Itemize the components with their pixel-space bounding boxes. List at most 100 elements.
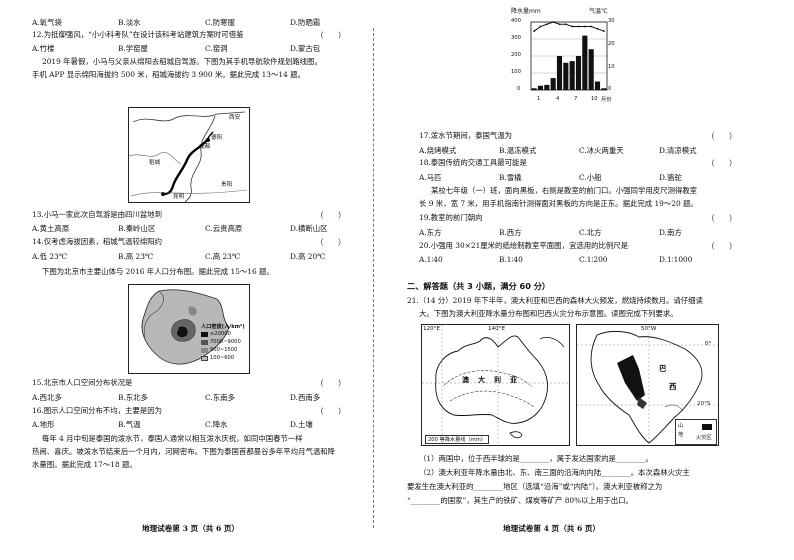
route-map-drawing — [129, 111, 248, 202]
map-label-equator: 0° — [705, 341, 712, 347]
q16-option-c[interactable]: C.降水 — [205, 420, 228, 429]
q15-option-a[interactable]: A.西北多 — [32, 393, 62, 402]
passage-13-14-line1: 2019 年暑假，小马与父亲从绵阳去稻城自驾游。下图为其手机导航软件规划路线图。 — [42, 57, 322, 66]
q18-option-c[interactable]: C.小船 — [579, 173, 602, 182]
passage-19-20-line2: 长 9 米，宽 7 米，用手机指南针测得面对黑板的方向是正东。据此完成 19～2… — [419, 199, 698, 208]
q17-option-b[interactable]: B.温冻模式 — [499, 146, 537, 155]
temperature-point-6 — [564, 23, 567, 26]
brazil-fire-map: 50°W 0° 巴 西 20°S 山 地 火灾区 — [576, 324, 719, 446]
q12-answer-paren[interactable]: （ ） — [316, 31, 346, 40]
q14-option-b[interactable]: B.高 23℃ — [118, 252, 154, 261]
temperature-point-1 — [533, 30, 536, 32]
q16-stem: 16.图示人口空间分布不均，主要是因为 — [32, 406, 163, 415]
q14-option-a[interactable]: A.低 23℃ — [32, 252, 68, 261]
q20-option-c[interactable]: C.1∶200 — [579, 255, 608, 264]
q16-option-b[interactable]: B.气温 — [118, 420, 141, 429]
q11-option-c[interactable]: C.防寒服 — [205, 18, 235, 27]
q11-option-b[interactable]: B.淡水 — [118, 18, 141, 27]
q11-option-a[interactable]: A.氧气袋 — [32, 18, 62, 27]
q20-option-b[interactable]: B.1∶40 — [499, 255, 523, 264]
q13-option-c[interactable]: C.云贵高原 — [205, 224, 243, 233]
route-map: 西安 德阳 成都 稻城 贵阳 昆明 — [128, 107, 250, 203]
q16-option-d[interactable]: D.土壤 — [290, 420, 313, 429]
precip-bar-12 — [601, 88, 607, 90]
precip-bar-6 — [563, 62, 569, 90]
q14-option-d[interactable]: D.高 20℃ — [290, 252, 326, 261]
precip-bar-9 — [582, 35, 588, 90]
q20-option-a[interactable]: A.1∶40 — [419, 255, 443, 264]
q18-option-b[interactable]: B.雪橇 — [499, 173, 522, 182]
map-label-guiyang: 贵阳 — [221, 182, 233, 188]
map-label-ao: 澳 — [462, 376, 469, 384]
q18-answer-paren[interactable]: （ ） — [707, 159, 737, 168]
q15-option-d[interactable]: D.西南多 — [290, 393, 321, 402]
q18-option-d[interactable]: D.骆驼 — [659, 173, 682, 182]
left-tick-200: 200 — [511, 52, 521, 58]
left-tick-100: 100 — [511, 69, 521, 75]
climate-chart-svg — [530, 21, 608, 91]
q17-stem: 17.泼水节期间，泰国气温为 — [419, 131, 513, 140]
q20-stem: 20.小强用 30×21厘米的纸绘制教室平面图，宜选用的比例尺是 — [419, 241, 629, 250]
australia-map-drawing — [422, 325, 569, 445]
q13-option-a[interactable]: A.黄土高原 — [32, 224, 70, 233]
temperature-point-8 — [577, 25, 580, 28]
q17-option-c[interactable]: C.冰火两重天 — [579, 146, 624, 155]
q16-answer-paren[interactable]: （ ） — [316, 407, 346, 416]
precip-bar-10 — [588, 49, 594, 90]
q17-option-a[interactable]: A.烧烤模式 — [419, 146, 457, 155]
q21-1[interactable]: （1）两国中，位于西半球的是________，属于发达国家的是________。 — [419, 454, 653, 463]
q11-option-d[interactable]: D.防晒霜 — [290, 18, 321, 27]
q12-option-d[interactable]: D.蒙古包 — [290, 44, 321, 53]
q16-option-a[interactable]: A.地形 — [32, 420, 55, 429]
q14-option-c[interactable]: C.高 23℃ — [205, 252, 241, 261]
q15-answer-paren[interactable]: （ ） — [316, 379, 346, 388]
precip-bar-7 — [569, 61, 575, 90]
q21-2-line2[interactable]: 要发生在澳大利亚的________地区（选填“沿海”或“内陆”）。澳大利亚被称之… — [407, 482, 663, 491]
passage-13-14-line2: 手机 APP 显示绵阳海拔约 500 米，稻城海拔约 3 900 米。据此完成 … — [32, 70, 305, 79]
q12-option-b[interactable]: B.学窑屋 — [118, 44, 148, 53]
q18-option-a[interactable]: A.马匹 — [419, 173, 442, 182]
q19-stem: 19.教室的前门朝向 — [419, 213, 483, 222]
fire-map-legend: 山 地 火灾区 — [675, 419, 717, 445]
legend-fire-area: 火灾区 — [696, 435, 712, 441]
q21-2-line3[interactable]: “________的国家”，其生产的铁矿、煤炭等矿产 80%以上用于出口。 — [407, 496, 633, 505]
q15-option-c[interactable]: C.东南多 — [205, 393, 235, 402]
legend-swatch-3 — [201, 348, 208, 353]
q19-option-a[interactable]: A.东方 — [419, 228, 442, 237]
q20-answer-paren[interactable]: （ ） — [707, 242, 737, 251]
passage-19-20-line1: 某校七年级（一）班，面向黑板，右侧是教室的前门口。小强同学用皮尺测得教室 — [431, 186, 698, 195]
temperature-point-12 — [602, 30, 605, 32]
q17-option-d[interactable]: D.清凉模式 — [659, 146, 697, 155]
q13-option-b[interactable]: B.秦岭山区 — [118, 224, 156, 233]
q21-2-line1[interactable]: （2）澳大利亚年降水量由北、东、南三面的沿海向内陆________。本次森林火灾… — [419, 468, 690, 477]
left-page-footer: 地理试卷第 3 页（共 6 页） — [142, 524, 240, 533]
legend-mountain-2: 地 — [678, 432, 684, 438]
q12-option-a[interactable]: A.竹楼 — [32, 44, 55, 53]
q19-option-c[interactable]: C.北方 — [579, 228, 602, 237]
q19-option-b[interactable]: B.西方 — [499, 228, 522, 237]
x-tick-month: 月份 — [601, 97, 612, 103]
legend-item-2: 7000~9000 — [210, 339, 241, 345]
q19-answer-paren[interactable]: （ ） — [707, 214, 737, 223]
q14-answer-paren[interactable]: （ ） — [316, 238, 346, 247]
q20-option-d[interactable]: D.1∶1000 — [659, 255, 693, 264]
map-label-50w: 50°W — [641, 326, 657, 332]
right-tick-0: 0 — [608, 86, 612, 92]
temperature-point-5 — [558, 23, 561, 26]
x-tick-4: 4 — [556, 96, 560, 102]
left-tick-0: 0 — [517, 86, 521, 92]
q17-answer-paren[interactable]: （ ） — [707, 132, 737, 141]
q15-option-b[interactable]: B.东北多 — [118, 393, 148, 402]
temperature-point-7 — [571, 25, 574, 28]
left-tick-400: 400 — [511, 18, 521, 24]
precip-bar-2 — [537, 85, 544, 90]
x-tick-1: 1 — [537, 96, 541, 102]
q19-option-d[interactable]: D.南方 — [659, 228, 682, 237]
q13-answer-paren[interactable]: （ ） — [316, 211, 346, 220]
legend-item-1: ≥20000 — [210, 331, 231, 337]
q12-option-c[interactable]: C.窑洞 — [205, 44, 228, 53]
q13-option-d[interactable]: D.横断山区 — [290, 224, 328, 233]
q21-intro-line2: 大。下图为澳大利亚降水量分布图和巴西火灾分布示意图。读图完成下列要求。 — [419, 309, 678, 318]
passage-17-18-line2: 热闹、喜庆。坡泼水节结束后一个月内，河网密布。下图为泰国首都曼谷多年平均月气温和… — [32, 447, 336, 456]
map-label-xian: 西安 — [229, 115, 241, 121]
